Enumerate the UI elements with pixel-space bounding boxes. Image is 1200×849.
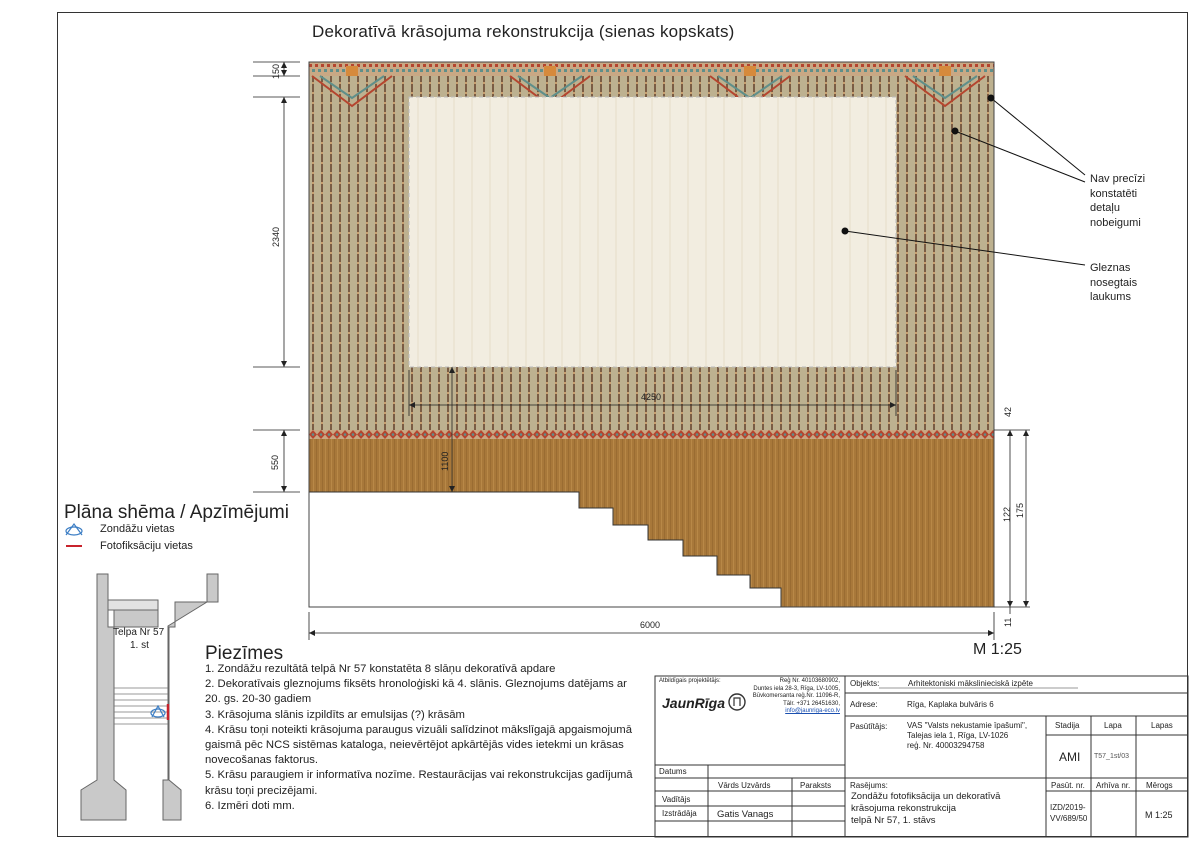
order-line: VV/689/50 (1050, 814, 1088, 823)
note-item: 5. Krāsu paraugiem ir informatīva nozīme… (205, 769, 633, 797)
order-line: IZD/2019- (1050, 803, 1086, 812)
company-detail-line: Būvkomersanta reģ.Nr. 11096-R, (752, 693, 840, 699)
drawing-scale: M 1:25 (973, 641, 1022, 658)
tb-object-label: Objekts: (850, 679, 880, 688)
tb-sheets-header: Lapas (1151, 721, 1173, 730)
tb-order-header: Pasūt. nr. (1051, 781, 1085, 790)
dim-2340: 2340 (271, 226, 281, 247)
probe-symbol-plan (150, 704, 166, 718)
staircase-wood (579, 492, 994, 607)
plan-stairs (114, 687, 168, 725)
tb-manager-label: Vadītājs (662, 795, 691, 804)
annotation-covered-area: Gleznas nosegtais laukums (1090, 261, 1137, 305)
legend-title: Plāna shēma / Apzīmējumi (64, 502, 289, 523)
annotation-line: nosegtais (1090, 276, 1138, 289)
jaunriga-logo-mark (728, 693, 746, 711)
annotation-line: Gleznas (1090, 262, 1131, 274)
note-item: 1. Zondāžu rezultātā telpā Nr 57 konstat… (205, 663, 556, 675)
client-line: Talejas iela 1, Rīga, LV-1026 (907, 731, 1009, 740)
dim-42: 42 (1003, 406, 1013, 417)
tb-drawing-label: Rasējums: (850, 781, 888, 790)
note-item: 2. Dekoratīvais gleznojums fiksēts hrono… (205, 678, 627, 706)
tb-stage-value: AMI (1059, 750, 1081, 764)
note-item: 4. Krāsu toņi noteikti krāsojuma paraugu… (205, 723, 632, 767)
tb-sheet-header: Lapa (1104, 721, 1122, 730)
notes-title: Piezīmes (205, 643, 284, 664)
company-detail-line: Duntes iela 28-3, Rīga, LV-1005, (753, 685, 840, 692)
annotation-line: detaļu (1090, 202, 1120, 214)
wall-outline (308, 61, 995, 608)
drawing-title: Dekoratīvā krāsojuma rekonstrukcija (sie… (312, 22, 735, 41)
tb-name-header: Vārds Uzvārds (718, 781, 771, 790)
drawing-name-line: telpā Nr 57, 1. stāvs (851, 815, 936, 826)
tb-drawing-value: Zondāžu fotofiksācija un dekoratīvā krās… (851, 791, 1000, 827)
tb-responsible-label: Atbildīgais projektētājs: (659, 678, 721, 684)
dim-4250: 4250 (641, 392, 662, 402)
dim-1100: 1100 (440, 451, 450, 471)
tb-scale-value: M 1:25 (1145, 810, 1173, 820)
client-line: VAS "Valsts nekustamie īpašumi", (907, 721, 1028, 730)
client-line: reģ. Nr. 40003294758 (907, 741, 985, 750)
tb-archive-header: Arhīva nr. (1096, 781, 1131, 790)
drawing-frame (57, 12, 1188, 837)
annotation-line: konstatēti (1090, 187, 1138, 200)
note-item: 6. Izmēri doti mm. (205, 799, 295, 812)
tb-client-value: VAS "Valsts nekustamie īpašumi", Talejas… (907, 721, 1027, 751)
tb-author-label: Izstrādāja (662, 809, 697, 818)
probe-legend-icon (65, 522, 83, 536)
floor-plan-scheme (80, 573, 219, 821)
company-details: Reģ Nr. 40103680902, Duntes iela 28-3, R… (752, 678, 840, 716)
dimension-lines (253, 61, 1030, 640)
dim-11: 11 (1003, 617, 1013, 627)
tb-datums-label: Datums (659, 767, 687, 776)
notes-list: 1. Zondāžu rezultātā telpā Nr 57 konstat… (205, 662, 645, 814)
tb-stage-header: Stadija (1055, 721, 1080, 730)
title-block-grid (654, 675, 1189, 838)
annotation-line: laukums (1090, 291, 1131, 303)
plan-room-label: Telpa Nr 57 (113, 627, 165, 638)
dado-panel (309, 439, 994, 492)
tb-address-value: Rīga, Kaplaka bulvāris 6 (907, 700, 994, 709)
drawing-name-line: krāsojuma rekonstrukcija (851, 803, 957, 814)
dim-175: 175 (1015, 502, 1025, 518)
company-detail-line: Reģ Nr. 40103680902, (779, 678, 840, 684)
note-item: 3. Krāsojuma slānis izpildīts ar emulsij… (205, 708, 465, 721)
dim-550: 550 (270, 454, 280, 470)
tb-client-label: Pasūtītājs: (850, 722, 888, 731)
stair-profile (308, 491, 782, 608)
annotation-unfinished-details: Nav precīzi konstatēti detaļu nobeigumi (1090, 172, 1145, 230)
company-email-link[interactable]: info@jaunriga-eco.lv (785, 708, 840, 714)
annotation-leaders (841, 94, 1086, 266)
tb-scale-header: Mērogs (1146, 781, 1173, 790)
tb-order-value: IZD/2019- VV/689/50 (1050, 802, 1087, 824)
company-logo-text: JaunRīga (662, 695, 726, 711)
top-frieze (309, 62, 994, 76)
legend-photo-label: Fotofiksāciju vietas (100, 540, 193, 552)
dim-122: 122 (1002, 506, 1012, 522)
tb-author-name: Gatis Vanags (717, 809, 774, 820)
dimension-arrows (281, 62, 1029, 636)
tb-signature-header: Paraksts (800, 781, 832, 790)
tb-sheet-value: T57_1st/03 (1094, 753, 1130, 760)
plan-floor-label: 1. st (130, 640, 149, 651)
legend-probe-label: Zondāžu vietas (100, 523, 175, 535)
dim-150: 150 (271, 63, 281, 79)
company-detail-line: Tālr. +371 26451630, (783, 700, 840, 707)
tb-object-value: Arhitektoniski mākslinieciskā izpēte (908, 679, 1033, 688)
dado-border (309, 430, 994, 439)
annotation-line: nobeigumi (1090, 216, 1141, 229)
tb-address-label: Adrese: (850, 700, 878, 709)
annotation-line: Nav precīzi (1090, 173, 1146, 185)
drawing-name-line: Zondāžu fotofiksācija un dekoratīvā (851, 791, 1001, 802)
dim-6000: 6000 (640, 620, 661, 630)
